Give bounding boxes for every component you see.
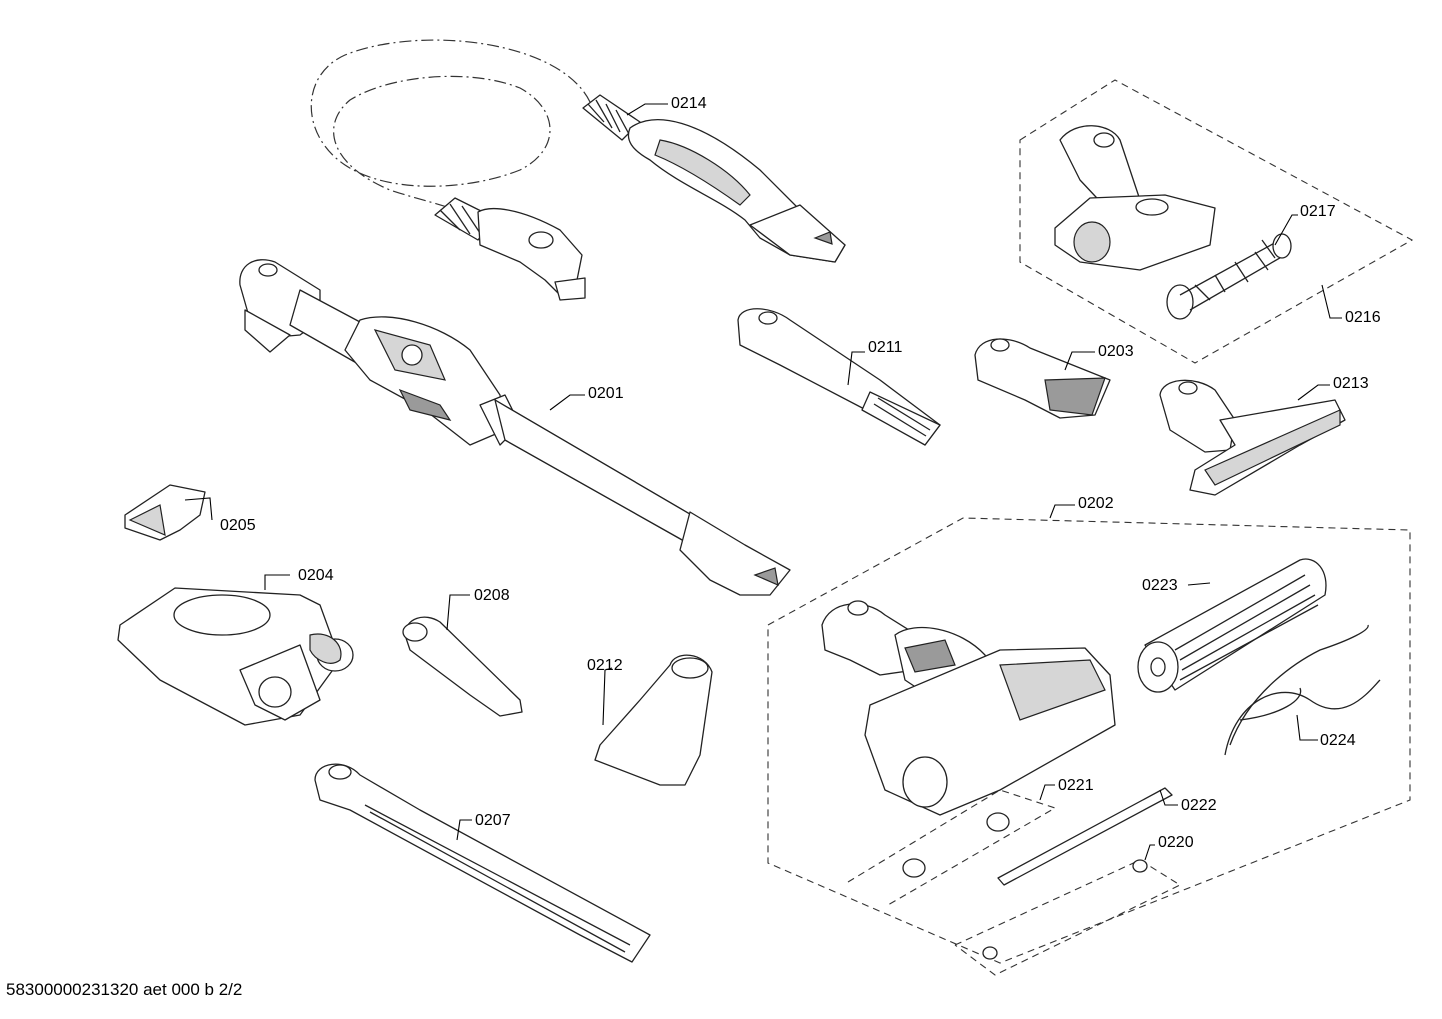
callout-0208: 0208 (474, 587, 510, 604)
part-0211-brush-tool[interactable] (737, 308, 941, 446)
callout-0212: 0212 (587, 657, 623, 674)
callout-0205: 0205 (220, 517, 256, 534)
document-footer-id: 58300000231320 aet 000 b 2/2 (6, 980, 243, 999)
part-0214-hose-handle[interactable] (310, 39, 846, 263)
part-0217-brush-roll[interactable] (1166, 233, 1292, 320)
part-0205-clip[interactable] (124, 484, 206, 541)
callout-0216: 0216 (1345, 309, 1381, 326)
part-0208-crevice-nozzle[interactable] (402, 616, 523, 717)
part-0224-brush-strips[interactable] (1224, 624, 1381, 756)
part-0202-floor-head[interactable] (821, 600, 1116, 816)
group-boundary-0220 (954, 859, 1182, 976)
callout-0201: 0201 (588, 385, 624, 402)
callout-0224: 0224 (1320, 732, 1356, 749)
callout-0211: 0211 (868, 339, 903, 356)
callout-0202: 0202 (1078, 495, 1114, 512)
part-0220-small-wheel[interactable] (982, 859, 1148, 960)
part-0216-mini-turbo-brush[interactable] (1054, 125, 1216, 271)
part-0204-wall-bracket[interactable] (117, 587, 354, 726)
part-0212-wide-nozzle[interactable] (594, 654, 713, 786)
part-0221-wheel[interactable] (902, 812, 1010, 878)
callout-0221: 0221 (1058, 777, 1094, 794)
part-0213-upholstery-tool[interactable] (1159, 379, 1346, 496)
part-0207-long-crevice-tool[interactable] (314, 763, 651, 963)
callout-0220: 0220 (1158, 834, 1194, 851)
part-0203-brush-nozzle[interactable] (974, 338, 1111, 419)
callout-0213: 0213 (1333, 375, 1369, 392)
callout-0203: 0203 (1098, 343, 1134, 360)
callout-0214: 0214 (671, 95, 707, 112)
part-0222-strip[interactable] (997, 787, 1173, 886)
group-boundary-0202 (767, 517, 1411, 964)
callout-0217: 0217 (1300, 203, 1336, 220)
callout-0222: 0222 (1181, 797, 1217, 814)
part-0214-hose-connector[interactable] (434, 197, 586, 301)
group-boundary-small-parts (847, 789, 1057, 906)
callout-0223: 0223 (1142, 577, 1178, 594)
leader-lines (184, 103, 1342, 861)
callout-0207: 0207 (475, 812, 511, 829)
part-0223-brush-roll[interactable] (1137, 558, 1327, 693)
callout-0204: 0204 (298, 567, 334, 584)
part-0201-main-unit-tube[interactable] (239, 259, 791, 596)
